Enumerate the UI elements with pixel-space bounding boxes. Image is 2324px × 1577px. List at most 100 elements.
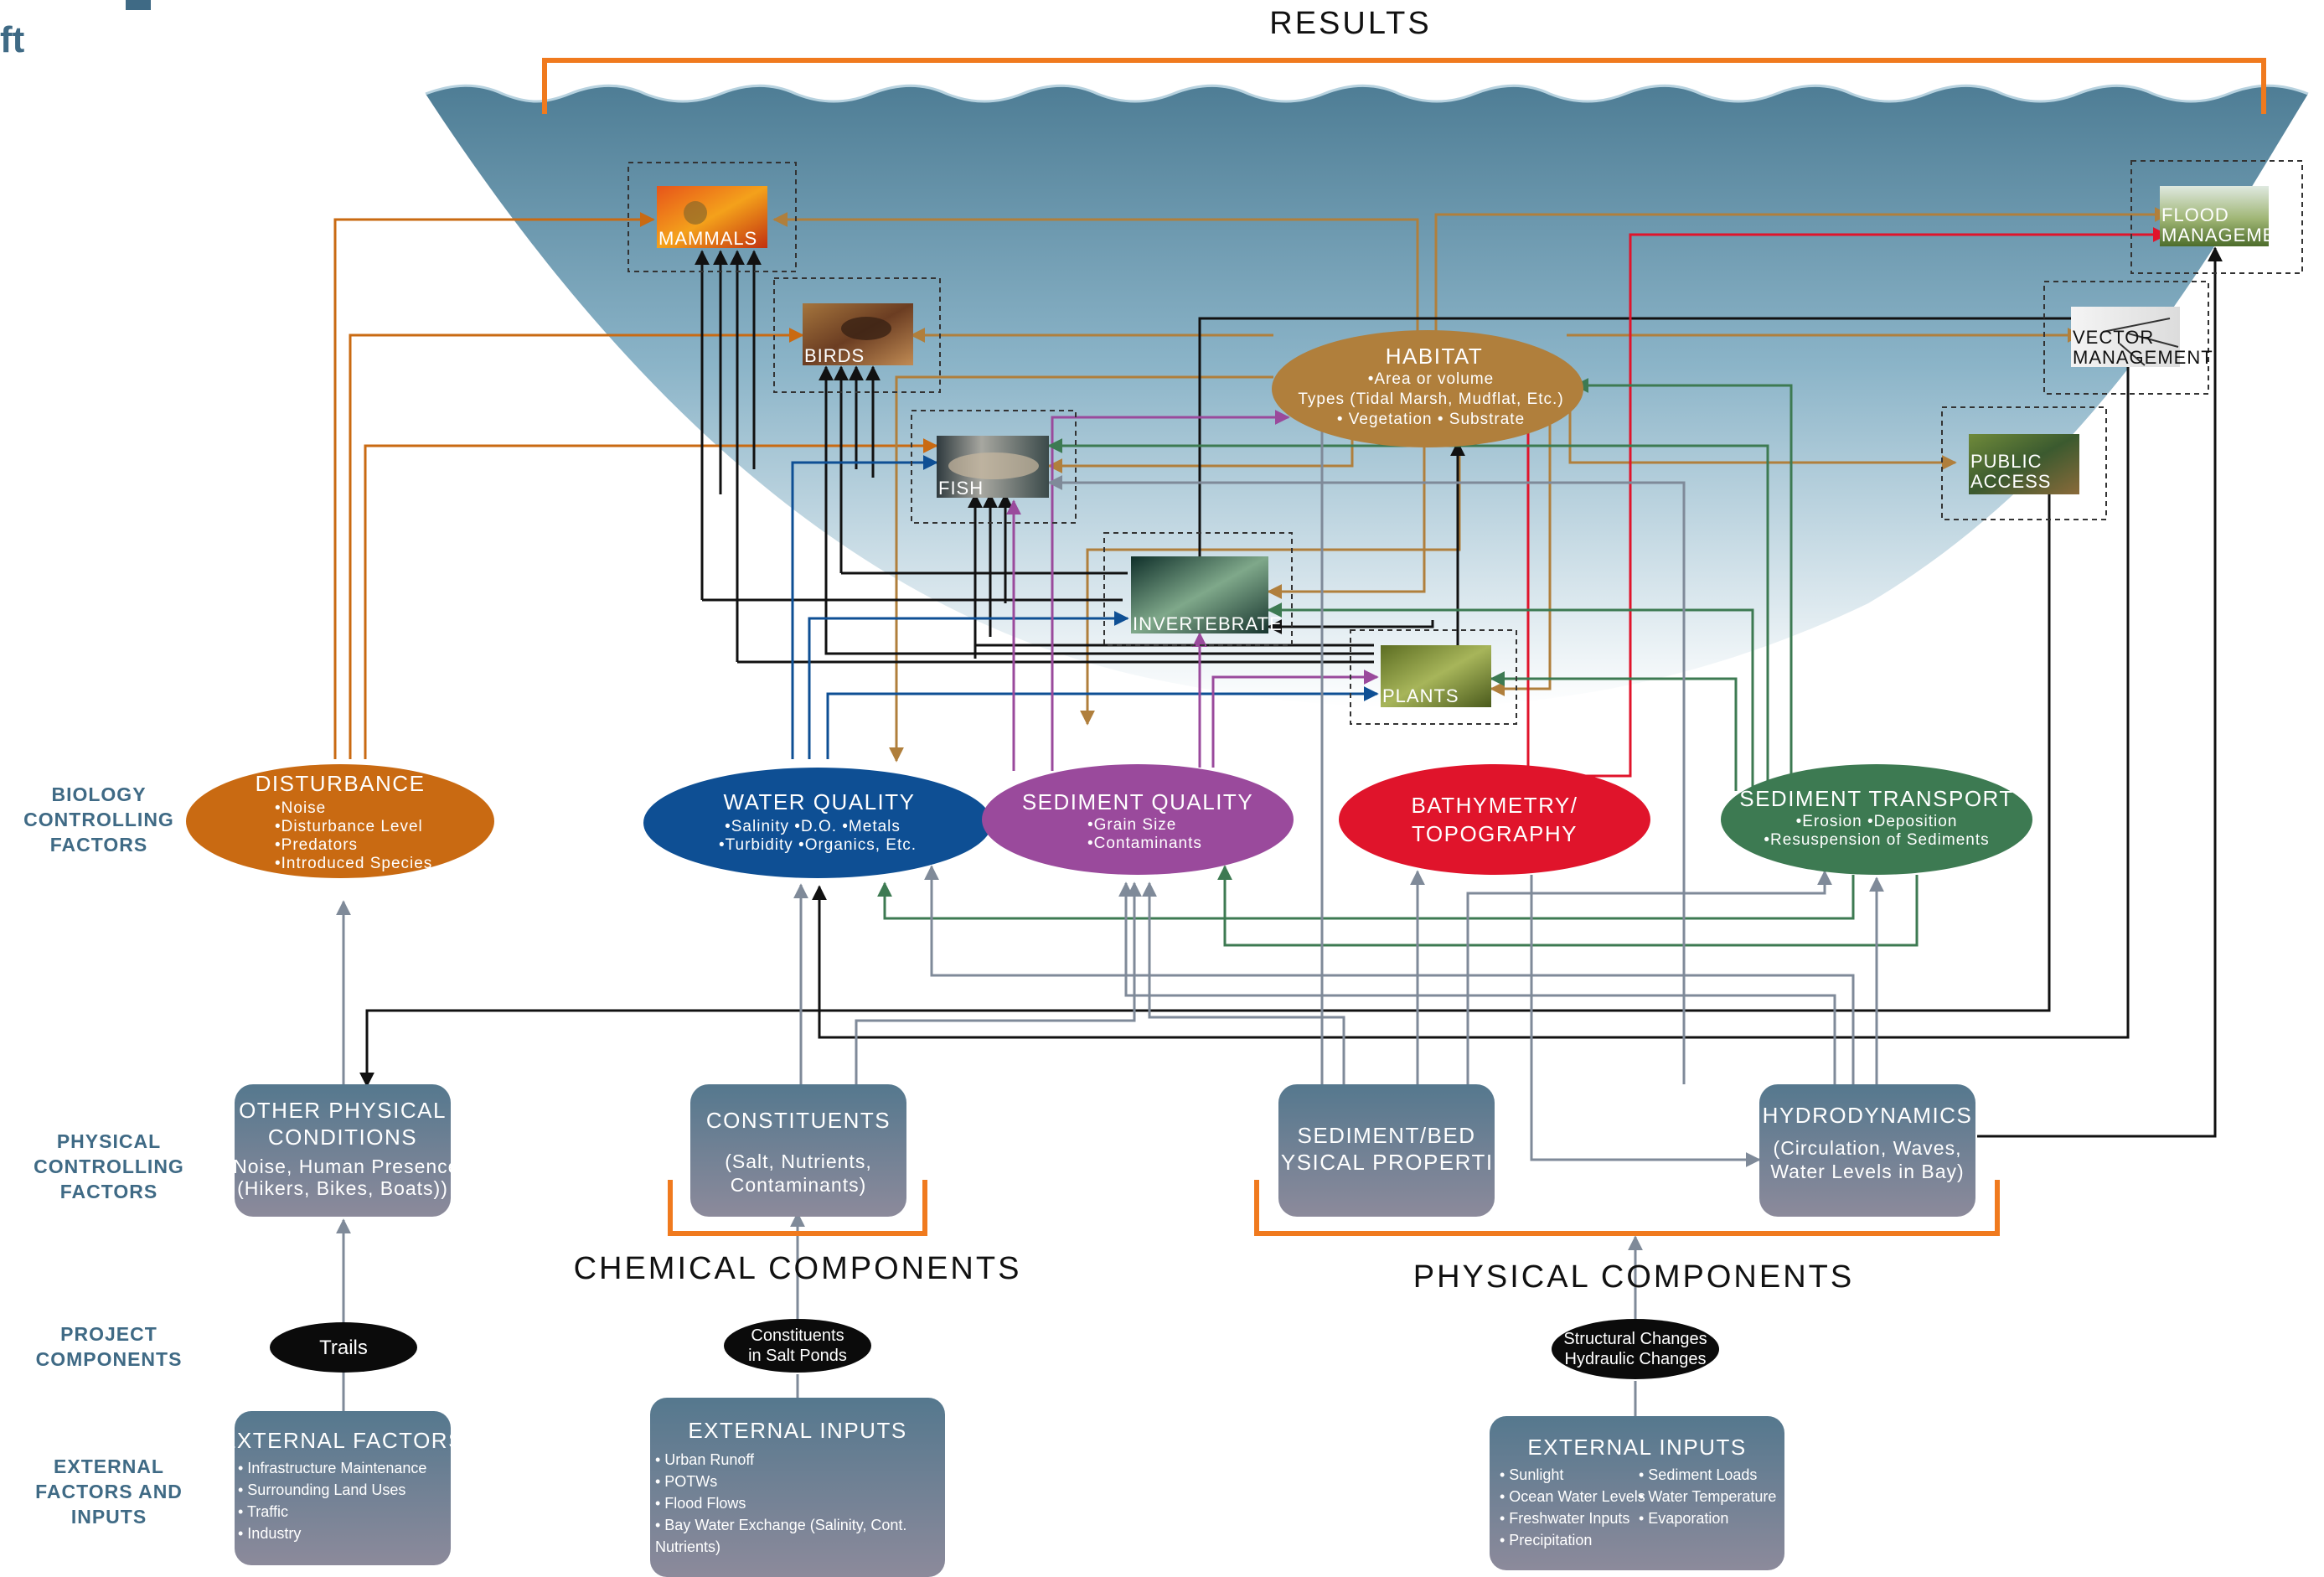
hydrodynamics-title: HYDRODYNAMICS	[1763, 1103, 1973, 1128]
bathymetry-node[interactable]: BATHYMETRY/ TOPOGRAPHY	[1339, 764, 1650, 875]
svg-text:EXTERNAL: EXTERNAL	[54, 1455, 164, 1477]
external-inputs-phys-item: • Water Temperature	[1639, 1488, 1776, 1505]
sediment-quality-node[interactable]: SEDIMENT QUALITY •Grain Size •Contaminan…	[982, 764, 1294, 875]
external-factors-box[interactable]: EXTERNAL FACTORS • Infrastructure Mainte…	[221, 1411, 464, 1565]
arrow-habitat-invert	[1267, 436, 1426, 599]
result-flood-management[interactable]: FLOOD MANAGEMENT	[2130, 160, 2303, 274]
sediment-bed-title-2: PHYSICAL PROPERTIES	[1248, 1150, 1525, 1175]
habitat-title: HABITAT	[1386, 344, 1483, 369]
arrow-constituents-wq2	[855, 882, 1142, 1084]
external-factors-title: EXTERNAL FACTORS	[221, 1428, 464, 1453]
external-inputs-chem-item: • POTWs	[655, 1473, 717, 1490]
result-fish[interactable]: FISH	[911, 410, 1077, 524]
trails-pill[interactable]: Trails	[270, 1322, 417, 1373]
disturbance-node[interactable]: DISTURBANCE •Noise •Disturbance Level •P…	[186, 764, 494, 878]
arrow-sedbed-st	[1466, 870, 1832, 1084]
arrow-st-invert	[1267, 602, 1754, 788]
structural-line-1: Structural Changes	[1563, 1330, 1707, 1348]
arrow-wq-plants	[826, 686, 1379, 759]
arrow-habitat-mammals	[772, 212, 1419, 333]
arrow-wq-invert	[808, 611, 1129, 759]
svg-text:FACTORS: FACTORS	[60, 1181, 158, 1202]
external-inputs-chemical-box[interactable]: EXTERNAL INPUTS • Urban Runoff • POTWs •…	[650, 1398, 945, 1577]
mammals-image	[657, 186, 767, 248]
flood-label-2: MANAGEMENT	[2161, 225, 2302, 246]
habitat-item-3: • Vegetation • Substrate	[1337, 411, 1525, 428]
arrow-disturbance-mammals	[333, 212, 655, 759]
public-image	[1969, 434, 2079, 494]
sediment-quality-item-1: •Grain Size	[1087, 816, 1176, 834]
sediment-quality-item-2: •Contaminants	[1087, 835, 1202, 852]
arrow-disturbance-birds	[349, 328, 804, 759]
structural-line-2: Hydraulic Changes	[1565, 1350, 1707, 1368]
hydrodynamics-box[interactable]: HYDRODYNAMICS (Circulation, Waves, Water…	[1759, 1084, 1975, 1217]
svg-text:BIOLOGY: BIOLOGY	[51, 783, 146, 805]
public-label-2: ACCESS	[1970, 471, 2051, 492]
constituents-title: CONSTITUENTS	[706, 1108, 891, 1133]
result-public-access[interactable]: PUBLIC ACCESS	[1941, 406, 2107, 520]
disturbance-item-2: •Disturbance Level	[275, 818, 423, 835]
sediment-transport-item-1: •Erosion •Deposition	[1796, 813, 1958, 830]
arrow-vector-wq	[812, 347, 2130, 1039]
result-mammals[interactable]: MAMMALS	[627, 162, 797, 272]
arrow-hydro-wq	[924, 865, 1855, 1084]
physical-components-label: PHYSICAL COMPONENTS	[1413, 1259, 1854, 1295]
other-physical-box[interactable]: OTHER PHYSICAL CONDITIONS (Noise, Human …	[226, 1084, 460, 1217]
sediment-quality-title: SEDIMENT QUALITY	[1022, 789, 1253, 814]
sediment-bed-box[interactable]: SEDIMENT/BED PHYSICAL PROPERTIES	[1248, 1084, 1525, 1217]
arrow-st-plants	[1490, 671, 1738, 791]
sediment-transport-node[interactable]: SEDIMENT TRANSPORT •Erosion •Deposition …	[1721, 764, 2032, 875]
disturbance-title: DISTURBANCE	[256, 771, 426, 796]
external-inputs-phys-item: • Ocean Water Levels	[1500, 1488, 1645, 1505]
water-quality-item-2: •Turbidity •Organics, Etc.	[719, 836, 917, 854]
habitat-node[interactable]: HABITAT •Area or volume Types (Tidal Mar…	[1272, 330, 1583, 447]
external-inputs-chem-item: • Flood Flows	[655, 1495, 746, 1512]
hydrodynamics-sub-1: (Circulation, Waves,	[1774, 1137, 1962, 1159]
svg-text:PHYSICAL: PHYSICAL	[57, 1130, 161, 1152]
partial-title-mark	[126, 0, 151, 10]
water-quality-node[interactable]: WATER QUALITY •Salinity •D.O. •Metals •T…	[643, 768, 992, 878]
results-bracket	[542, 58, 2266, 114]
habitat-item-1: •Area or volume	[1368, 370, 1495, 388]
external-factors-item: • Surrounding Land Uses	[238, 1481, 405, 1498]
result-vector-management[interactable]: VECTOR MANAGEMENT	[2043, 281, 2213, 395]
birds-label: BIRDS	[804, 345, 865, 366]
disturbance-item-3: •Predators	[275, 836, 358, 854]
result-birds[interactable]: BIRDS	[773, 277, 941, 393]
structural-hydraulic-pill[interactable]: Structural Changes Hydraulic Changes	[1552, 1319, 1719, 1379]
svg-text:FACTORS AND: FACTORS AND	[35, 1481, 183, 1502]
hydrodynamics-sub-2: Water Levels in Bay)	[1770, 1161, 1964, 1182]
other-physical-title-2: CONDITIONS	[268, 1125, 417, 1150]
vector-label-2: MANAGEMENT	[2073, 347, 2213, 368]
result-invertebrate[interactable]: INVERTEBRATE	[1103, 532, 1293, 646]
row-label-physical: PHYSICAL CONTROLLING FACTORS	[34, 1130, 183, 1202]
external-factors-item: • Infrastructure Maintenance	[238, 1460, 426, 1476]
chemical-bracket	[668, 1180, 927, 1236]
external-inputs-chem-item: • Bay Water Exchange (Salinity, Cont.	[655, 1517, 906, 1533]
arrow-invert-vector	[1198, 311, 2096, 558]
constituents-box[interactable]: CONSTITUENTS (Salt, Nutrients, Contamina…	[690, 1084, 906, 1217]
plants-label: PLANTS	[1382, 685, 1459, 706]
arrow-hydro-fish	[1047, 475, 1686, 1084]
result-plants[interactable]: PLANTS	[1350, 629, 1517, 725]
svg-text:FACTORS: FACTORS	[50, 834, 147, 856]
invertebrate-label: INVERTEBRATE	[1133, 613, 1283, 634]
external-inputs-phys-item: • Freshwater Inputs	[1500, 1510, 1629, 1527]
flood-image	[2160, 186, 2269, 246]
external-factors-item: • Industry	[238, 1525, 301, 1542]
constituents-salt-ponds-pill[interactable]: Constituents in Salt Ponds	[724, 1319, 871, 1373]
other-physical-sub-2: (Hikers, Bikes, Boats))	[237, 1177, 448, 1199]
arrow-plants-birds	[824, 637, 1374, 655]
external-inputs-phys-item: • Evaporation	[1639, 1510, 1728, 1527]
external-inputs-physical-box[interactable]: EXTERNAL INPUTS • Sunlight • Ocean Water…	[1490, 1416, 1784, 1570]
connectors	[333, 207, 2223, 1416]
arrow-st-fish	[1047, 438, 1769, 784]
arrow-habitat-sedquality	[1080, 436, 1461, 726]
arrow-hydro-sq	[1118, 882, 1836, 1084]
arrow-sq-habitat	[1051, 410, 1290, 771]
arrow-bathy-flood	[1563, 227, 2168, 778]
external-inputs-phys-item: • Sunlight	[1500, 1466, 1563, 1483]
partial-title: ft	[0, 19, 25, 60]
svg-text:COMPONENTS: COMPONENTS	[36, 1348, 183, 1370]
sediment-transport-item-2: •Resuspension of Sediments	[1764, 831, 1989, 849]
